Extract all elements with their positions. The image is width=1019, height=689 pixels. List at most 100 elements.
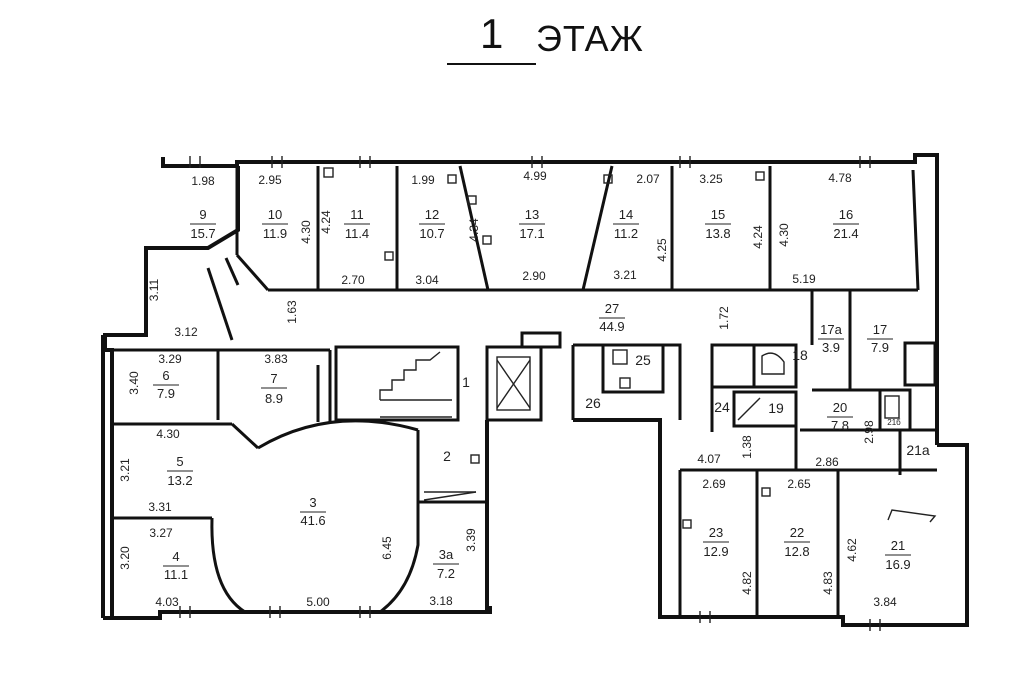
svg-text:2.95: 2.95 bbox=[258, 173, 282, 187]
svg-text:3.31: 3.31 bbox=[148, 500, 172, 514]
svg-text:2.65: 2.65 bbox=[787, 477, 811, 491]
svg-text:27: 27 bbox=[605, 301, 619, 316]
svg-text:3.84: 3.84 bbox=[873, 595, 897, 609]
svg-text:21.4: 21.4 bbox=[833, 226, 858, 241]
svg-text:7.9: 7.9 bbox=[157, 386, 175, 401]
room-16: 16 21.4 bbox=[833, 207, 859, 241]
room-3: 341.6 bbox=[300, 495, 326, 528]
svg-text:7.2: 7.2 bbox=[437, 566, 455, 581]
svg-text:2.98: 2.98 bbox=[862, 420, 876, 444]
svg-text:16: 16 bbox=[839, 207, 853, 222]
svg-text:24: 24 bbox=[714, 399, 730, 415]
room-17: 177.9 bbox=[867, 322, 893, 355]
svg-text:10: 10 bbox=[268, 207, 282, 222]
floor-title: ЭТАЖ bbox=[536, 18, 644, 59]
svg-text:20: 20 bbox=[833, 400, 847, 415]
svg-text:4.78: 4.78 bbox=[828, 171, 852, 185]
room-15: 15 13.8 bbox=[705, 207, 731, 241]
svg-text:1.72: 1.72 bbox=[717, 306, 731, 330]
svg-text:6: 6 bbox=[162, 368, 169, 383]
room-5: 513.2 bbox=[167, 454, 193, 488]
svg-text:3.25: 3.25 bbox=[699, 172, 723, 186]
svg-text:44.9: 44.9 bbox=[599, 319, 624, 334]
svg-text:11.9: 11.9 bbox=[263, 226, 287, 241]
plain-labels: 1 2 25 26 18 19 24 21а 21б bbox=[443, 347, 930, 464]
svg-text:9: 9 bbox=[199, 207, 206, 222]
floor-number: 1 bbox=[480, 10, 504, 57]
svg-text:10.7: 10.7 bbox=[419, 226, 444, 241]
svg-text:4: 4 bbox=[172, 549, 179, 564]
svg-text:4.24: 4.24 bbox=[751, 225, 765, 249]
svg-text:4.62: 4.62 bbox=[845, 538, 859, 562]
svg-text:4.24: 4.24 bbox=[319, 210, 333, 234]
svg-text:41.6: 41.6 bbox=[300, 513, 325, 528]
room-4: 411.1 bbox=[163, 549, 189, 582]
svg-text:15: 15 bbox=[711, 207, 725, 222]
room-6: 67.9 bbox=[153, 368, 179, 401]
svg-text:18: 18 bbox=[792, 347, 808, 363]
svg-text:26: 26 bbox=[585, 395, 601, 411]
svg-text:4.34: 4.34 bbox=[467, 218, 481, 242]
svg-text:3.04: 3.04 bbox=[415, 273, 439, 287]
svg-text:12: 12 bbox=[425, 207, 439, 222]
room-3a: 3а7.2 bbox=[433, 547, 459, 581]
svg-text:2: 2 bbox=[443, 448, 451, 464]
svg-text:12.8: 12.8 bbox=[784, 544, 809, 559]
svg-text:13.2: 13.2 bbox=[167, 473, 192, 488]
svg-text:7.9: 7.9 bbox=[871, 340, 889, 355]
svg-text:11: 11 bbox=[350, 207, 364, 222]
svg-text:13.8: 13.8 bbox=[705, 226, 730, 241]
svg-text:4.30: 4.30 bbox=[299, 220, 313, 244]
svg-text:1.99: 1.99 bbox=[411, 173, 435, 187]
svg-text:3а: 3а bbox=[439, 547, 454, 562]
svg-text:11.2: 11.2 bbox=[614, 226, 638, 241]
room-10: 10 11.9 bbox=[262, 207, 288, 241]
title-underline bbox=[447, 63, 536, 65]
svg-text:1.38: 1.38 bbox=[740, 435, 754, 459]
room-9: 915.7 bbox=[190, 207, 216, 241]
svg-text:3.40: 3.40 bbox=[127, 371, 141, 395]
svg-text:3: 3 bbox=[309, 495, 316, 510]
svg-text:4.03: 4.03 bbox=[155, 595, 179, 609]
svg-text:4.30: 4.30 bbox=[777, 223, 791, 247]
svg-text:1.63: 1.63 bbox=[285, 300, 299, 324]
svg-text:2.70: 2.70 bbox=[341, 273, 365, 287]
svg-text:7: 7 bbox=[270, 371, 277, 386]
svg-text:17: 17 bbox=[873, 322, 887, 337]
svg-text:25: 25 bbox=[635, 352, 651, 368]
svg-text:16.9: 16.9 bbox=[885, 557, 910, 572]
svg-text:1.98: 1.98 bbox=[191, 174, 215, 188]
svg-text:6.45: 6.45 bbox=[380, 536, 394, 560]
svg-text:4.82: 4.82 bbox=[740, 571, 754, 595]
room-12: 12 10.7 bbox=[419, 207, 445, 241]
svg-text:3.21: 3.21 bbox=[118, 458, 132, 482]
svg-text:21б: 21б bbox=[887, 418, 901, 427]
svg-text:11.1: 11.1 bbox=[164, 567, 188, 582]
svg-text:3.9: 3.9 bbox=[822, 340, 840, 355]
svg-text:5.19: 5.19 bbox=[792, 272, 816, 286]
svg-text:2.69: 2.69 bbox=[702, 477, 726, 491]
svg-text:17а: 17а bbox=[820, 322, 842, 337]
svg-text:7.8: 7.8 bbox=[831, 418, 849, 433]
svg-text:15.7: 15.7 bbox=[190, 226, 215, 241]
svg-text:4.25: 4.25 bbox=[655, 238, 669, 262]
svg-text:19: 19 bbox=[768, 400, 784, 416]
svg-text:5: 5 bbox=[176, 454, 183, 469]
svg-text:3.39: 3.39 bbox=[464, 528, 478, 552]
room-20: 207.8 bbox=[827, 400, 853, 433]
room-22: 22 12.8 bbox=[784, 525, 810, 559]
svg-text:22: 22 bbox=[790, 525, 804, 540]
svg-text:3.18: 3.18 bbox=[429, 594, 453, 608]
svg-text:2.86: 2.86 bbox=[815, 455, 839, 469]
svg-text:4.07: 4.07 bbox=[697, 452, 721, 466]
svg-text:1: 1 bbox=[462, 374, 470, 390]
svg-text:3.21: 3.21 bbox=[613, 268, 637, 282]
